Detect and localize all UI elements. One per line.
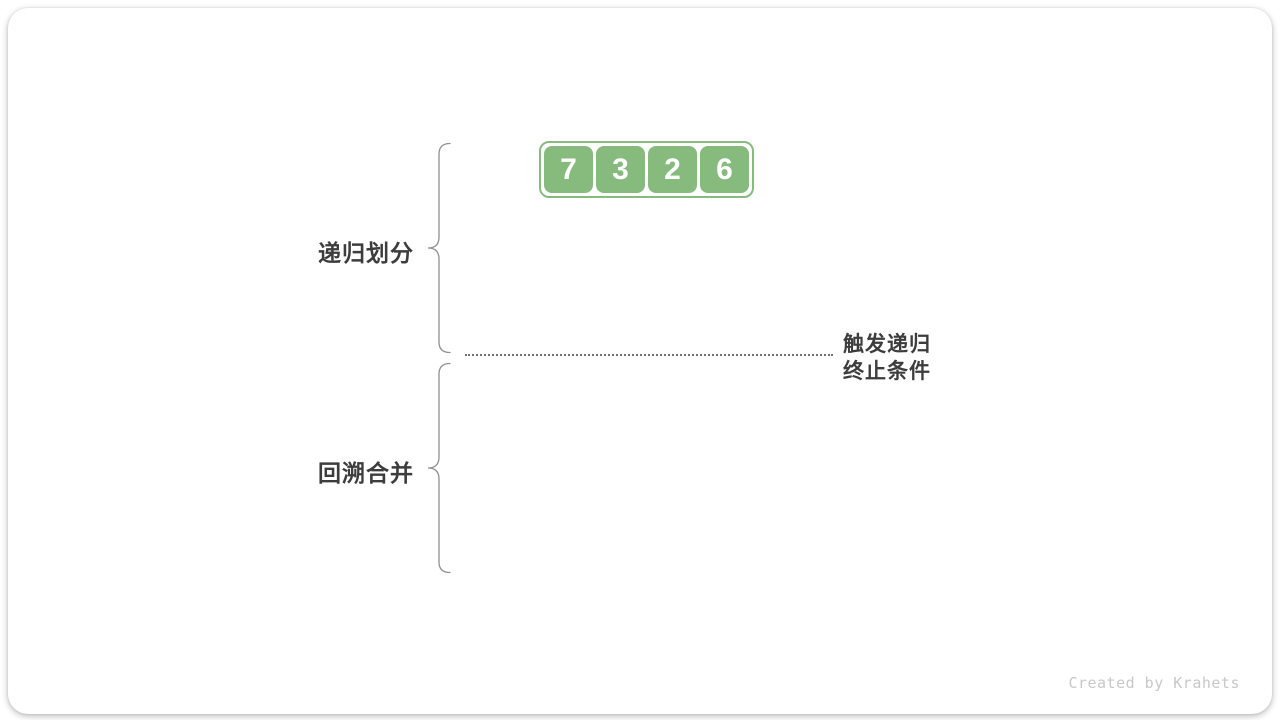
array-cell: 7	[544, 146, 593, 193]
array-cell: 3	[596, 146, 645, 193]
label-backtrack-merge: 回溯合并	[318, 460, 414, 486]
termination-dotted-line	[465, 354, 833, 356]
array-cell: 2	[648, 146, 697, 193]
termination-line2: 终止条件	[843, 360, 931, 383]
array-container: 7 3 2 6	[539, 141, 754, 198]
array-cell: 6	[700, 146, 749, 193]
termination-line1: 触发递归	[843, 333, 931, 356]
curly-brace-partition	[427, 142, 451, 354]
label-termination-condition: 触发递归 终止条件	[843, 331, 931, 385]
label-recursive-partition: 递归划分	[318, 240, 414, 266]
diagram-card: 7 3 2 6 递归划分 回溯合并 触发递归 终止条件 Created by K…	[8, 8, 1272, 714]
curly-brace-merge	[427, 362, 451, 574]
watermark: Created by Krahets	[1068, 674, 1240, 692]
